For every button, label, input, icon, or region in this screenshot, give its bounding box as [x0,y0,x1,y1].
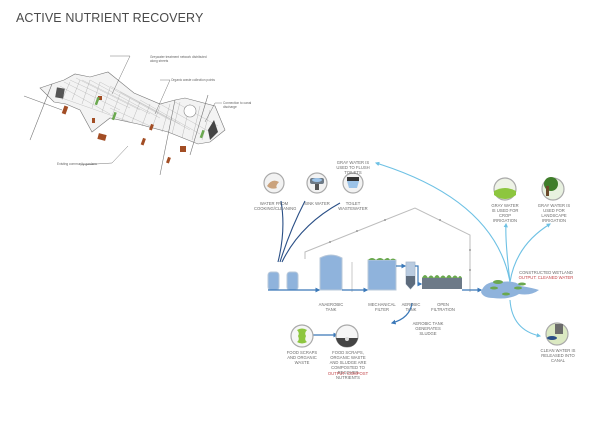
reuse-flow-line [503,222,511,283]
flow-line [281,202,341,263]
annotation-leader [154,79,171,115]
wetland-label: CONSTRUCTED WETLAND [519,270,573,275]
sink-icon [306,172,328,194]
site-boundary [39,71,226,145]
canal-label: CLEAN WATER IS RELEASED INTO CANAL [540,348,576,363]
greenhouse-frame [304,207,471,292]
compost-icon [335,324,359,348]
stage-label: MECHANICAL FILTER [368,302,396,312]
source-label: SINK WATER [304,201,330,206]
compost-label: FOOD SCRAPS, ORGANIC WASTE AND SLUDGE AR… [329,350,367,380]
green-strips [94,96,205,139]
mechanical-filter [367,258,397,291]
reuse-flow-line [509,299,542,338]
irrigation-label: GRAY WATER IS USED FOR CROP IRRIGATION [491,203,519,223]
annotation-leader [79,145,129,166]
flow-line [390,302,413,325]
canal-icon [545,322,569,346]
stage-label: AEROBIC TANK [401,302,421,312]
toilet-icon [342,172,364,194]
source-label: WATER FROM COOKING/CLEANING [254,201,297,211]
greenhouse-nodes [329,219,471,271]
collection-tank [267,271,280,291]
hatched-area [55,87,65,99]
cooking-cleaning-icon [263,172,285,194]
buildings [61,96,186,164]
crop-field-icon [493,177,517,201]
page-title: ACTIVE NUTRIENT RECOVERY [16,11,204,25]
aerobic-tank [405,261,416,290]
apple-core-icon [290,324,314,348]
sludge-label: AEROBIC TANK GENERATES SLUDGE [412,321,444,336]
site-annotation: Greywater treatment network distributed … [150,55,207,63]
reuse-flow-line [374,161,511,283]
wetland-output: OUTPUT: CLEANED WATER [518,275,574,280]
food-waste-label: FOOD SCRAPS AND ORGANIC WASTE [286,350,318,365]
constructed-wetland [481,280,539,299]
flow-line [279,200,306,263]
flow-line [277,200,284,263]
site-plan-drawing [23,55,226,176]
site-annotation: Connection to canal discharge [223,101,252,109]
hatched-area [208,120,218,140]
plaza-circle [183,104,197,118]
source-label: TOILET WASTEWATER [338,201,368,211]
stage-label: ANAEROBIC TANK [318,302,344,312]
flow-line [415,265,423,287]
anaerobic-tank [319,254,343,291]
stage-label: OPEN FILTRATION [431,302,455,312]
tree-icon [541,177,565,201]
gray-water-toilet-label: GRAY WATER IS USED TO FLUSH TOILETS [336,160,370,175]
site-annotation: Organic waste collection points [171,78,215,82]
collection-tank [286,271,299,291]
open-filtration [422,275,462,289]
irrigation-label: GRAY WATER IS USED FOR LANDSCAPE IRRIGAT… [537,203,571,223]
reuse-flow-line [509,223,551,283]
annotation-leader [110,55,131,95]
annotation-leader [204,102,222,123]
compost-output: OUTPUT: COMPOST [327,371,369,376]
site-annotation: Existing community gardens [57,162,97,166]
